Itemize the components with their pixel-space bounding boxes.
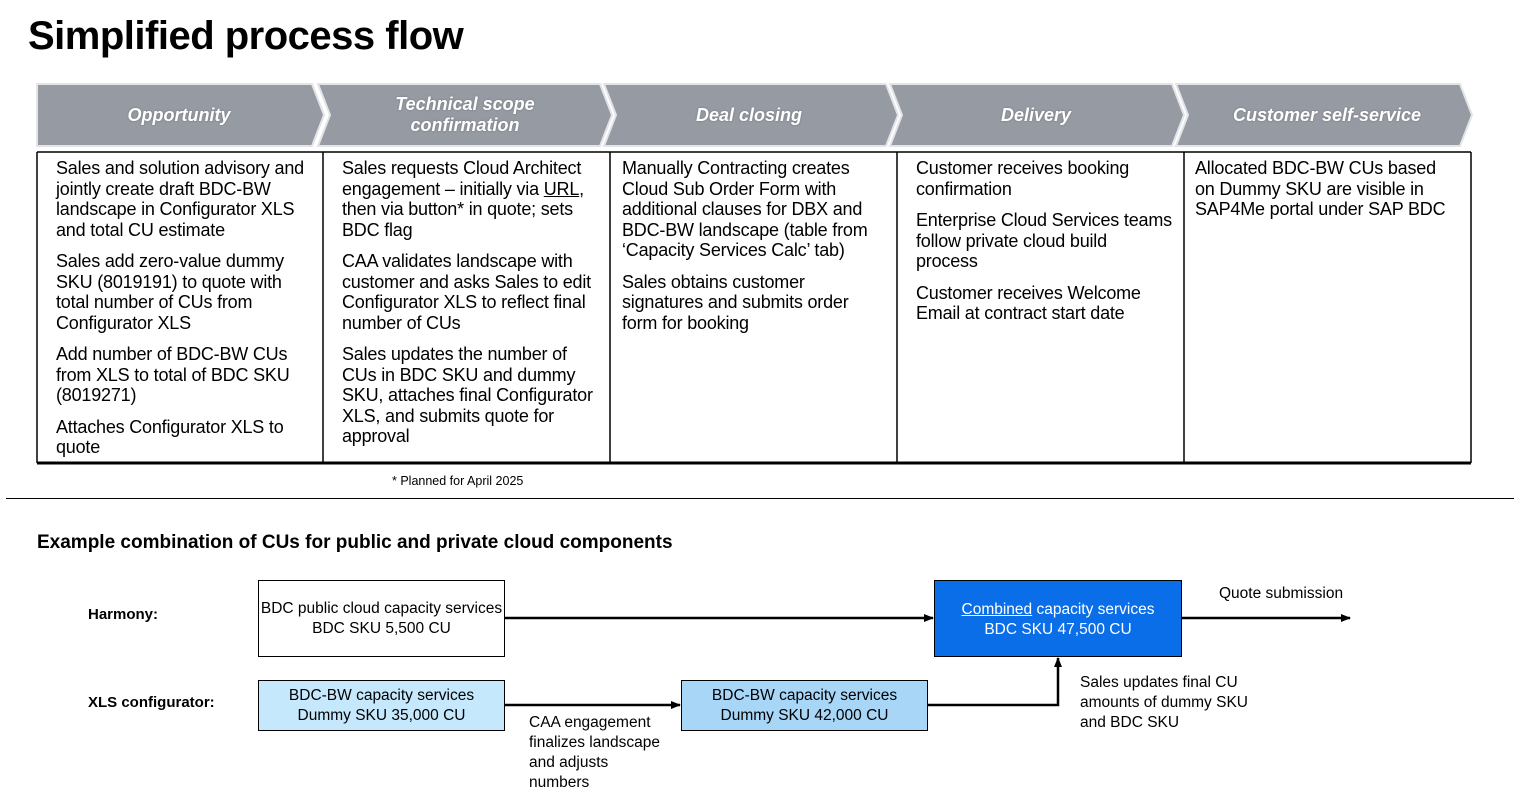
phase-item-text: , then via button* in quote; sets BDC fl… xyxy=(342,178,584,240)
url-link[interactable]: URL xyxy=(543,178,580,199)
box-line: Dummy SKU 35,000 CU xyxy=(297,706,466,724)
box-line: BDC SKU 5,500 CU xyxy=(312,619,451,637)
phase-label-self-service: Customer self-service xyxy=(1232,104,1422,125)
arrow-dummy2-to-combined xyxy=(927,657,1062,707)
phase-item: Enterprise Cloud Services teams follow p… xyxy=(916,210,1172,271)
caa-engagement-note: CAA engagement finalizes landscape and a… xyxy=(529,714,660,791)
phase-item: Customer receives booking confirmation xyxy=(916,158,1130,199)
footnote: * Planned for April 2025 xyxy=(392,474,524,488)
phase-column-delivery: Customer receives booking confirmation E… xyxy=(898,152,1183,461)
combined-link[interactable]: Combined xyxy=(961,601,1033,618)
phase-item: Add number of BDC-BW CUs from XLS to tot… xyxy=(56,344,290,405)
box-line: BDC public cloud capacity services xyxy=(260,600,503,617)
chevron-self-service xyxy=(1174,83,1474,147)
quote-submission-label: Quote submission xyxy=(1219,585,1344,602)
box-line-rest: capacity services xyxy=(1032,601,1155,618)
process-chevrons xyxy=(36,83,1474,147)
phase-item: Sales requests Cloud Architect engagemen… xyxy=(342,158,599,240)
phase-item: Allocated BDC-BW CUs based on Dummy SKU … xyxy=(1195,158,1446,219)
box-line: Dummy SKU 42,000 CU xyxy=(720,706,889,724)
phase-item: Sales updates the number of CUs in BDC S… xyxy=(342,344,593,446)
chevron-opportunity xyxy=(36,83,326,147)
phase-label-delivery: Delivery xyxy=(1000,104,1072,125)
phase-item: Attaches Configurator XLS to quote xyxy=(56,416,284,458)
phase-label-opportunity: Opportunity xyxy=(127,104,231,125)
box-line: BDC-BW capacity services xyxy=(288,687,475,704)
sales-updates-note: Sales updates final CU amounts of dummy … xyxy=(1080,674,1248,731)
phase-table-grid xyxy=(36,151,1472,465)
phase-item: Sales obtains customer signatures and su… xyxy=(622,271,849,333)
phase-item: Manually Contracting creates Cloud Sub O… xyxy=(622,158,868,260)
phase-column-self-service: Allocated BDC-BW CUs based on Dummy SKU … xyxy=(1185,152,1470,461)
dummy-sku-box-final: BDC-BW capacity services Dummy SKU 42,00… xyxy=(681,680,928,731)
chevron-deal-closing xyxy=(602,83,900,147)
section-divider xyxy=(6,498,1514,499)
chevron-delivery xyxy=(888,83,1186,147)
phase-label-deal-closing: Deal closing xyxy=(695,104,803,125)
box-line: Combined capacity services xyxy=(935,600,1181,620)
example-title: Example combination of CUs for public an… xyxy=(37,532,673,553)
phase-column-opportunity: Sales and solution advisory and jointly … xyxy=(38,152,322,461)
phase-item-text: Sales requests Cloud Architect engagemen… xyxy=(342,158,582,199)
phase-label-technical-scope: Technical scope confirmation xyxy=(395,94,535,135)
dummy-sku-box-initial: BDC-BW capacity services Dummy SKU 35,00… xyxy=(258,680,505,731)
box-line: BDC-BW capacity services xyxy=(711,687,898,704)
phase-item: CAA validates landscape with customer an… xyxy=(342,251,591,333)
page-title: Simplified process flow xyxy=(28,14,464,58)
phase-item: Sales add zero-value dummy SKU (8019191)… xyxy=(56,251,284,333)
phase-column-deal-closing: Manually Contracting creates Cloud Sub O… xyxy=(611,152,896,461)
public-cloud-box: BDC public cloud capacity services BDC S… xyxy=(258,580,505,657)
phase-item: Customer receives Welcome Email at contr… xyxy=(916,282,1141,324)
combined-capacity-box: Combined capacity services BDC SKU 47,50… xyxy=(934,580,1182,657)
harmony-label: Harmony: xyxy=(88,606,159,623)
phase-item: Sales and solution advisory and jointly … xyxy=(56,158,304,240)
phase-column-technical-scope: Sales requests Cloud Architect engagemen… xyxy=(324,152,609,461)
box-line: BDC SKU 47,500 CU xyxy=(984,620,1132,638)
xls-configurator-label: XLS configurator: xyxy=(88,694,215,711)
chevron-technical-scope xyxy=(316,83,614,147)
